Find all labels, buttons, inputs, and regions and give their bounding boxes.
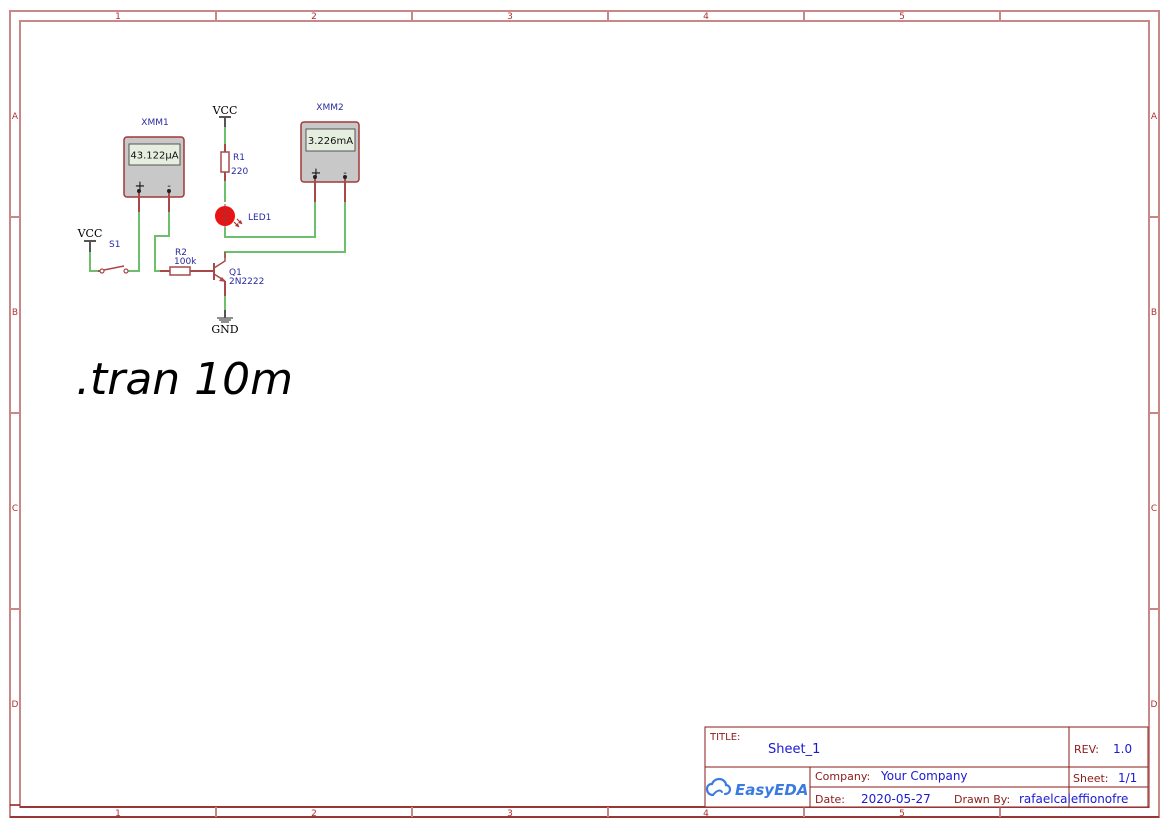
r1-body-icon <box>220 151 230 173</box>
title-block: TITLE: Sheet_1 REV: 1.0 Company: Your Co… <box>704 726 1149 808</box>
sheet-frame: 1 2 3 4 5 1 2 3 4 5 A B C D A B C D <box>9 10 1160 819</box>
wire-vcc-to-s1[interactable] <box>89 250 100 272</box>
outer-border <box>9 10 1160 818</box>
s1-lever-icon <box>103 265 125 271</box>
row-label-d-left: D <box>12 700 19 710</box>
r1-value: 220 <box>231 167 248 177</box>
q1-emitter-arrow-icon <box>219 277 226 282</box>
col-label-1-bottom: 1 <box>115 809 121 819</box>
vcc-left-label: VCC <box>77 227 103 240</box>
resistor-r1[interactable]: R1 220 <box>220 144 248 181</box>
col-label-2-top: 2 <box>311 12 317 22</box>
xmm1-plus-terminal-icon <box>137 189 141 193</box>
row-label-a-left: A <box>12 112 19 122</box>
row-label-d-right: D <box>1151 700 1158 710</box>
col-label-2-bottom: 2 <box>311 809 317 819</box>
row-label-a-right: A <box>1151 112 1158 122</box>
col-label-3-bottom: 3 <box>507 809 513 819</box>
xmm1-reading: 43.122µA <box>130 151 178 162</box>
xmm1-display <box>128 143 181 166</box>
resistor-r2[interactable]: R2 100k <box>160 248 200 276</box>
row-label-c-right: C <box>1151 504 1157 514</box>
vcc-top-label: VCC <box>212 104 238 117</box>
inner-border <box>19 20 1150 808</box>
q1-ref: Q1 <box>229 268 242 278</box>
rev-key: REV: <box>1074 743 1099 756</box>
ground-gnd[interactable]: GND <box>211 310 239 336</box>
col-label-4-bottom: 4 <box>703 809 709 819</box>
power-vcc-left[interactable]: VCC <box>77 227 103 252</box>
wire-xmm2-minus-to-q1-collector[interactable] <box>224 200 346 258</box>
col-label-4-top: 4 <box>703 12 709 22</box>
q1-collector-lead <box>213 252 226 269</box>
column-ticks-bottom <box>215 807 1001 817</box>
led-led1[interactable]: LED1 <box>215 204 271 228</box>
drawn-by-key: Drawn By: <box>954 793 1010 806</box>
cloud-icon <box>705 777 732 797</box>
date-key: Date: <box>815 793 845 806</box>
switch-s1[interactable]: S1 <box>98 240 129 274</box>
wire-led1-to-xmm2-plus[interactable] <box>224 200 316 238</box>
multimeter-xmm2[interactable]: XMM2 3.226mA + - <box>300 103 360 202</box>
xmm2-ref: XMM2 <box>316 103 343 113</box>
xmm1-minus-terminal-icon <box>167 189 171 193</box>
xmm1-plus-label: + <box>135 179 146 194</box>
date-value[interactable]: 2020-05-27 <box>861 792 931 806</box>
logo-text: EasyEDA <box>735 781 808 799</box>
col-label-1-top: 1 <box>115 12 121 22</box>
q1-value: 2N2222 <box>229 277 264 287</box>
sheet-value: 1/1 <box>1118 771 1137 785</box>
xmm2-minus-terminal-icon <box>343 175 347 179</box>
row-label-b-left: B <box>12 308 18 318</box>
ground-symbol-icon <box>217 317 233 323</box>
power-vcc-top[interactable]: VCC <box>212 104 238 127</box>
row-label-c-left: C <box>12 504 18 514</box>
wire-xmm1-minus-to-r2[interactable] <box>154 210 170 272</box>
transistor-q1[interactable]: Q1 2N2222 <box>200 252 264 296</box>
r2-body-icon <box>169 266 191 276</box>
row-ticks <box>10 216 1159 806</box>
col-label-5-top: 5 <box>899 12 905 22</box>
spice-directive[interactable]: .tran 10m <box>76 354 293 405</box>
r1-ref: R1 <box>233 153 245 163</box>
xmm1-ref: XMM1 <box>141 118 168 128</box>
wire-s1-to-xmm1-plus[interactable] <box>128 210 140 272</box>
xmm2-plus-terminal-icon <box>313 175 317 179</box>
xmm2-minus-label: - <box>343 168 347 179</box>
row-label-b-right: B <box>1151 308 1157 318</box>
col-label-5-bottom: 5 <box>899 809 905 819</box>
s1-ref: S1 <box>109 240 120 250</box>
drawn-by-value[interactable]: rafaelcaleffionofre <box>1019 792 1128 806</box>
company-value[interactable]: Your Company <box>880 769 968 783</box>
easyeda-logo: EasyEDA <box>705 777 808 799</box>
col-label-3-top: 3 <box>507 12 513 22</box>
s1-terminal-right-icon <box>123 268 129 274</box>
multimeter-xmm1[interactable]: XMM1 43.122µA + - <box>123 118 185 212</box>
xmm2-plus-label: + <box>311 166 322 181</box>
xmm1-minus-label: - <box>167 181 171 192</box>
r2-value: 100k <box>174 257 197 267</box>
s1-terminal-left-icon <box>99 268 105 274</box>
xmm2-display <box>305 128 356 152</box>
xmm2-reading: 3.226mA <box>308 136 353 147</box>
sheet-key: Sheet: <box>1073 772 1109 785</box>
led1-ref: LED1 <box>248 213 271 223</box>
led1-emission-arrows-icon <box>233 218 243 228</box>
company-key: Company: <box>815 770 870 783</box>
title-value[interactable]: Sheet_1 <box>768 742 820 757</box>
gnd-label: GND <box>211 323 238 336</box>
title-key: TITLE: <box>709 732 740 743</box>
rev-value[interactable]: 1.0 <box>1113 742 1132 756</box>
column-ticks-top <box>215 11 1001 21</box>
r2-ref: R2 <box>175 248 187 258</box>
